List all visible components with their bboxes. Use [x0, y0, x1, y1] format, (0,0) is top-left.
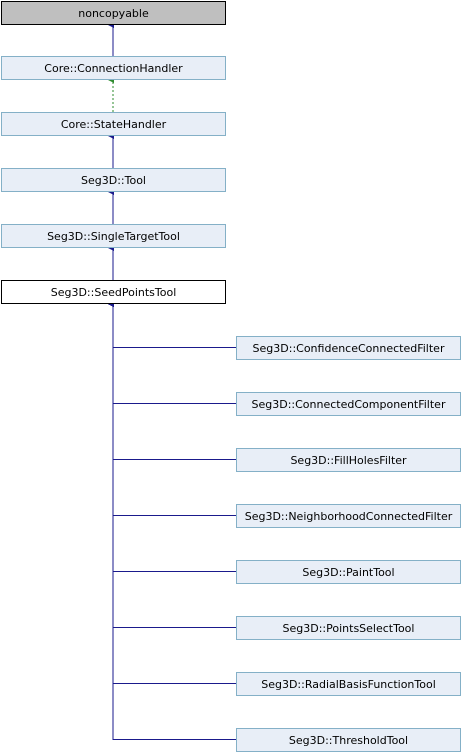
class-node-box — [236, 672, 461, 696]
class-node-label: Seg3D::Tool — [81, 174, 146, 187]
class-node-seed-points-tool: Seg3D::SeedPointsTool — [1, 280, 226, 304]
class-node-connected-component-filter[interactable]: Seg3D::ConnectedComponentFilter — [236, 392, 461, 416]
class-node-label: Seg3D::PaintTool — [302, 566, 394, 579]
edge-radial-basis-function-tool-to-seed-points-tool — [106, 299, 236, 684]
edge-neighborhood-connected-filter-to-seed-points-tool — [106, 299, 236, 516]
class-node-label: Core::ConnectionHandler — [44, 62, 183, 75]
class-node-label: Seg3D::ThresholdTool — [289, 734, 408, 747]
edges-layer — [106, 20, 236, 740]
class-node-box — [1, 224, 226, 248]
class-node-box — [1, 1, 226, 25]
class-node-noncopyable: noncopyable — [1, 1, 226, 25]
class-node-box — [236, 616, 461, 640]
edge-connected-component-filter-to-seed-points-tool — [106, 299, 236, 404]
class-node-box — [236, 392, 461, 416]
class-node-points-select-tool[interactable]: Seg3D::PointsSelectTool — [236, 616, 461, 640]
class-node-neighborhood-connected-filter[interactable]: Seg3D::NeighborhoodConnectedFilter — [236, 504, 461, 528]
class-node-label: Seg3D::SeedPointsTool — [51, 286, 177, 299]
class-node-label: noncopyable — [78, 7, 149, 20]
edge-points-select-tool-to-seed-points-tool — [106, 299, 236, 628]
class-node-label: Seg3D::ConnectedComponentFilter — [252, 398, 446, 411]
class-node-box — [1, 112, 226, 136]
class-node-radial-basis-function-tool[interactable]: Seg3D::RadialBasisFunctionTool — [236, 672, 461, 696]
class-node-box — [236, 336, 461, 360]
class-node-label: Seg3D::PointsSelectTool — [283, 622, 415, 635]
class-node-single-target-tool[interactable]: Seg3D::SingleTargetTool — [1, 224, 226, 248]
class-node-label: Seg3D::RadialBasisFunctionTool — [261, 678, 436, 691]
class-node-connection-handler[interactable]: Core::ConnectionHandler — [1, 56, 226, 80]
class-node-box — [236, 504, 461, 528]
class-node-label: Core::StateHandler — [61, 118, 167, 131]
class-node-label: Seg3D::FillHolesFilter — [290, 454, 407, 467]
class-node-label: Seg3D::SingleTargetTool — [47, 230, 180, 243]
class-node-fill-holes-filter[interactable]: Seg3D::FillHolesFilter — [236, 448, 461, 472]
class-node-label: Seg3D::NeighborhoodConnectedFilter — [245, 510, 453, 523]
class-node-box — [1, 280, 226, 304]
edge-confidence-connected-filter-to-seed-points-tool — [106, 299, 236, 348]
class-node-box — [236, 448, 461, 472]
class-node-threshold-tool[interactable]: Seg3D::ThresholdTool — [236, 728, 461, 752]
class-node-tool[interactable]: Seg3D::Tool — [1, 168, 226, 192]
class-node-label: Seg3D::ConfidenceConnectedFilter — [253, 342, 445, 355]
edge-fill-holes-filter-to-seed-points-tool — [106, 299, 236, 460]
class-node-paint-tool[interactable]: Seg3D::PaintTool — [236, 560, 461, 584]
class-node-confidence-connected-filter[interactable]: Seg3D::ConfidenceConnectedFilter — [236, 336, 461, 360]
class-node-state-handler[interactable]: Core::StateHandler — [1, 112, 226, 136]
class-node-box — [1, 56, 226, 80]
edge-paint-tool-to-seed-points-tool — [106, 299, 236, 572]
class-node-box — [236, 560, 461, 584]
edge-threshold-tool-to-seed-points-tool — [106, 299, 236, 740]
class-node-box — [1, 168, 226, 192]
